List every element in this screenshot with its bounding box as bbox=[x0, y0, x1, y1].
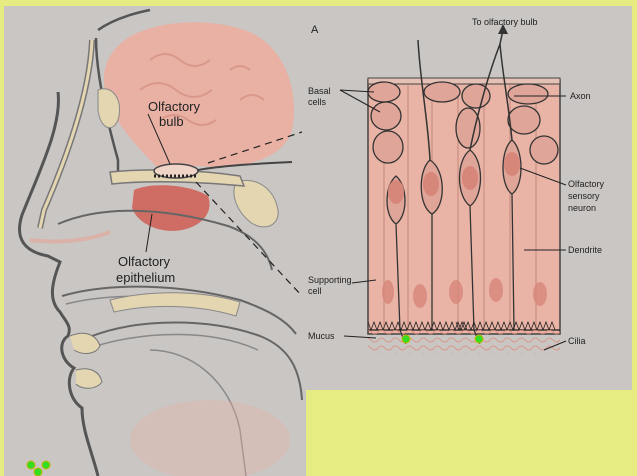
nucleus-9 bbox=[382, 280, 394, 304]
nucleus-5 bbox=[413, 284, 427, 308]
label-olfactory-epithelium-1: Olfactory bbox=[118, 254, 171, 269]
basal-cell-6 bbox=[508, 84, 548, 104]
label-basal-cells-2: cells bbox=[308, 97, 327, 107]
marker-dot-1[interactable] bbox=[402, 335, 410, 343]
nucleus-4 bbox=[504, 152, 520, 176]
basal-cell-7 bbox=[508, 106, 540, 134]
label-olfactory-bulb-1: Olfactory bbox=[148, 99, 201, 114]
marker-dot-2[interactable] bbox=[475, 335, 483, 343]
mucus-layer bbox=[368, 330, 560, 354]
basal-cell-9 bbox=[456, 108, 480, 148]
label-mucus: Mucus bbox=[308, 331, 335, 341]
label-axon: Axon bbox=[570, 91, 591, 101]
label-neuron-1: Olfactory bbox=[568, 179, 605, 189]
basal-cell-3 bbox=[373, 131, 403, 163]
nucleus-3 bbox=[462, 166, 478, 190]
label-basal-cells-1: Basal bbox=[308, 86, 331, 96]
panel-letter: A bbox=[311, 24, 319, 36]
marker-dot-3[interactable] bbox=[27, 461, 35, 469]
nucleus-6 bbox=[449, 280, 463, 304]
label-dendrite: Dendrite bbox=[568, 245, 602, 255]
basal-cell-2 bbox=[371, 102, 401, 130]
label-olfactory-bulb-2: bulb bbox=[159, 114, 184, 129]
label-neuron-3: neuron bbox=[568, 203, 596, 213]
nucleus-1 bbox=[388, 180, 404, 204]
nucleus-8 bbox=[533, 282, 547, 306]
label-neuron-2: sensory bbox=[568, 191, 600, 201]
label-to-olfactory-bulb: To olfactory bulb bbox=[472, 17, 538, 27]
label-cilia: Cilia bbox=[568, 336, 586, 346]
basal-lamina bbox=[368, 78, 560, 84]
marker-dot-4[interactable] bbox=[42, 461, 50, 469]
label-supporting-cell-2: cell bbox=[308, 286, 322, 296]
basal-cell-8 bbox=[530, 136, 558, 164]
nucleus-7 bbox=[489, 278, 503, 302]
marker-dot-5[interactable] bbox=[34, 468, 42, 476]
nucleus-2 bbox=[423, 172, 439, 196]
label-olfactory-epithelium-2: epithelium bbox=[116, 270, 175, 285]
basal-cell-4 bbox=[424, 82, 460, 102]
label-supporting-cell-1: Supporting bbox=[308, 275, 352, 285]
